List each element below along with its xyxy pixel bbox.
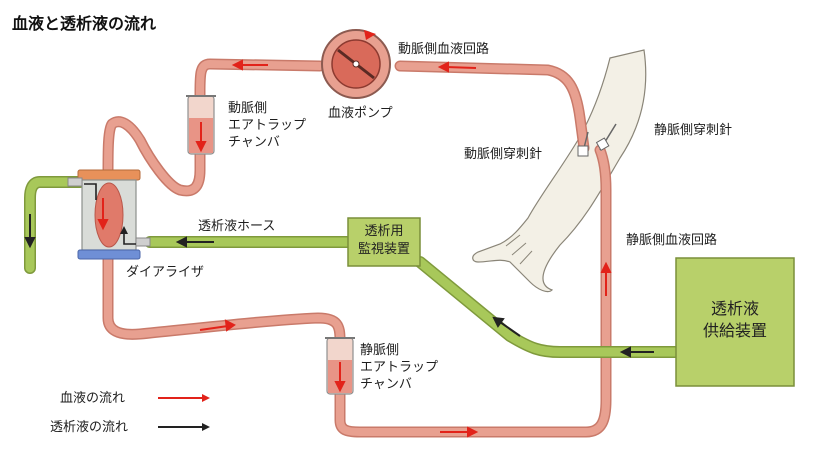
arterial-needle-shaft — [583, 131, 589, 149]
monitoring-unit-label-line1: 透析用 — [364, 224, 404, 239]
blood-arrowhead-up-right — [600, 261, 612, 273]
dialysate-drain-hose-fill — [25, 177, 85, 273]
dialyzer-port-right — [135, 237, 151, 247]
dialyzer — [67, 169, 151, 260]
legend-blood-label: 血液の流れ — [60, 391, 126, 406]
arterial-chamber-label-line1: 動脈側 — [228, 101, 268, 116]
monitoring-unit — [347, 217, 421, 267]
dialysate-hose-label: 透析液ホース — [198, 219, 276, 234]
blood-arrowhead-top — [231, 59, 243, 71]
supply-unit-label-line1: 透析液 — [710, 299, 759, 318]
blood-pump — [321, 29, 391, 99]
blood-arrowhead-top-right — [437, 61, 449, 73]
monitoring-unit-label-line2: 監視装置 — [357, 242, 410, 257]
arm-finger-lines — [505, 234, 533, 265]
blood-arrow-return — [199, 325, 229, 331]
legend-blood-arrowhead — [202, 394, 210, 402]
venous-needle-label: 静脈側穿刺針 — [654, 123, 733, 138]
dialysate-arrowhead-diagonal — [492, 316, 505, 328]
legend-dialysate-arrowhead — [202, 423, 210, 431]
dialysate-drain-hose — [24, 176, 86, 274]
dialyzer-inner-arrow-in — [123, 232, 136, 245]
arm-illustration — [472, 49, 647, 293]
blood-arrowhead-dialyzer — [97, 219, 109, 231]
monitoring-unit-label: 透析用 監視装置 — [348, 223, 420, 259]
dialysate-arrowhead-supply — [619, 346, 631, 358]
supply-unit-label: 透析液 供給装置 — [676, 298, 794, 342]
supply-to-monitor-hose-fill — [415, 257, 681, 357]
arterial-needle-label: 動脈側穿刺針 — [464, 147, 543, 162]
dialysate-arrow-diagonal — [499, 321, 521, 337]
arterial-circuit-label: 動脈側血液回路 — [398, 42, 490, 57]
arterial-needle — [577, 131, 589, 157]
supply-unit-label-line2: 供給装置 — [702, 321, 767, 340]
venous-chamber-label: 静脈側 エアトラップ チャンバ — [360, 342, 438, 393]
venous-needle — [595, 123, 617, 152]
legend-dialysate-label: 透析液の流れ — [50, 420, 129, 435]
dialyzer-port-left — [67, 177, 83, 187]
dialyzer-core — [94, 182, 124, 248]
blood-arrowhead-return — [224, 319, 236, 332]
arterial-chamber-label-line3: チャンバ — [228, 135, 280, 150]
diagram-title: 血液と透析液の流れ — [12, 14, 157, 33]
arterial-chamber-label-line2: エアトラップ — [228, 118, 307, 133]
dialysate-supply-unit — [675, 257, 795, 387]
dialyzer-bottom-cap — [77, 249, 141, 260]
blood-pump-label: 血液ポンプ — [328, 106, 393, 121]
arterial-needle-hub — [577, 145, 589, 157]
blood-flow-arrows — [97, 59, 612, 438]
venous-chamber-label-line2: エアトラップ — [360, 360, 439, 375]
dialysate-flow-arrows — [24, 214, 654, 358]
dialyzer-label: ダイアライザ — [126, 265, 205, 280]
blood-arrow-top-right — [445, 66, 477, 69]
venous-circuit-label: 静脈側血液回路 — [626, 233, 718, 248]
dialysate-arrowhead-drain — [24, 237, 36, 249]
dialysate-arrowhead-hose — [175, 236, 187, 248]
blood-pump-arrowhead — [364, 30, 376, 40]
arterial-blood-line-fill — [104, 60, 588, 195]
arterial-chamber-label: 動脈側 エアトラップ チャンバ — [228, 100, 306, 151]
dialyzer-inner-arrowhead-up — [120, 226, 128, 234]
venous-chamber-label-line1: 静脈側 — [360, 343, 400, 358]
blood-pump-hub — [352, 60, 360, 68]
dialyzer-inner-arrow-out — [84, 183, 97, 200]
supply-to-monitor-hose — [414, 256, 682, 358]
dialyzer-top-cap — [77, 169, 141, 181]
blood-arrowhead-chamber — [195, 141, 207, 153]
venous-chamber-label-line3: チャンバ — [360, 377, 412, 392]
blood-arrowhead-bottom — [467, 426, 479, 438]
venous-needle-hub — [595, 137, 610, 152]
blood-arrowhead-venous-chamber — [334, 381, 346, 393]
legend-arrows — [158, 394, 210, 431]
